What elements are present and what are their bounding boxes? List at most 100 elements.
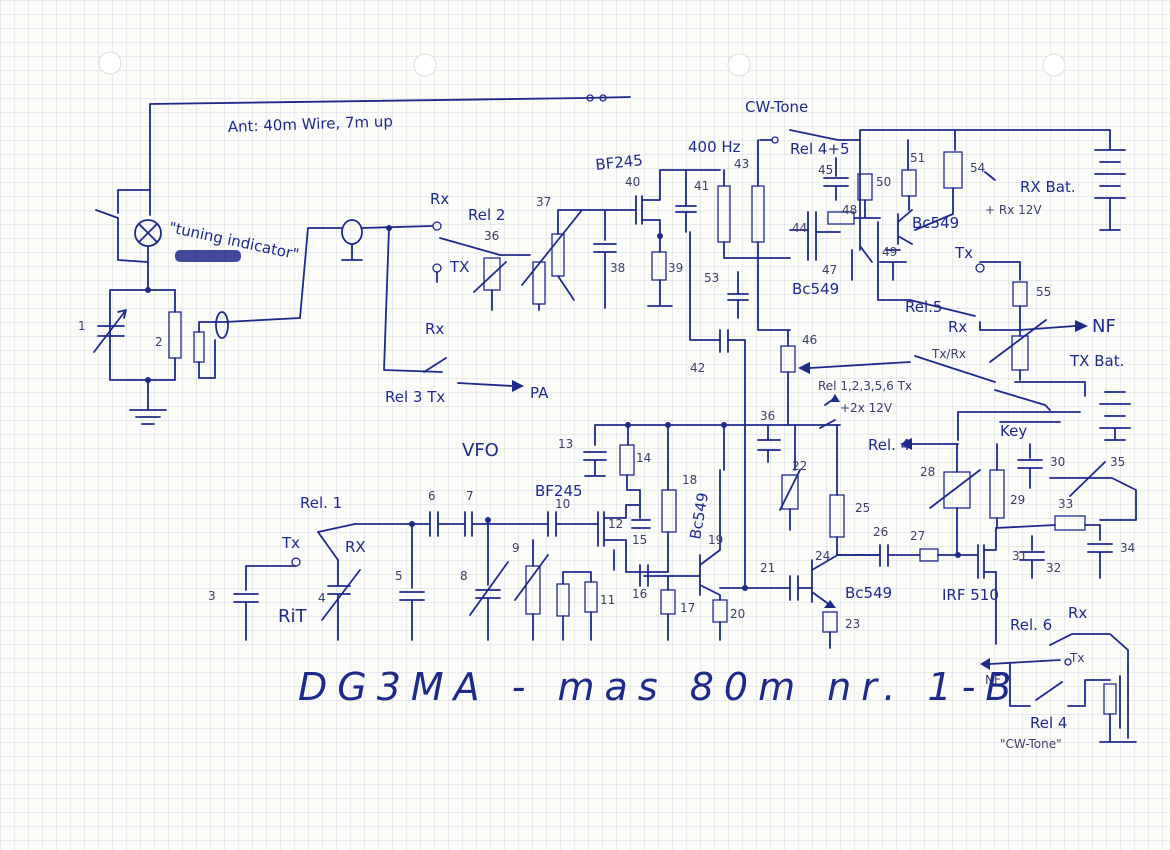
part-46: 46: [802, 333, 817, 347]
part-55: 55: [1036, 285, 1051, 299]
bf245-bot-label: BF245: [535, 482, 583, 500]
part-51: 51: [910, 151, 925, 165]
punch-holes: [98, 51, 1066, 77]
tx-rx-label: Tx/Rx: [931, 347, 966, 361]
antenna-label: Ant: 40m Wire, 7m up: [228, 112, 394, 136]
part-53: 53: [704, 271, 719, 285]
part-41: 41: [694, 179, 709, 193]
part-27: 27: [910, 529, 925, 543]
part-32: 32: [1046, 561, 1061, 575]
part-4: 4: [318, 591, 326, 605]
part-7: 7: [466, 489, 474, 503]
rel4-label: Rel. 4: [868, 436, 910, 454]
part-44: 44: [792, 221, 807, 235]
part-19: 19: [708, 533, 723, 547]
audio-section: [759, 129, 1126, 381]
scribble: [175, 250, 241, 262]
part-23: 23: [845, 617, 860, 631]
part-42: 42: [690, 361, 705, 375]
hz400-label: 400 Hz: [688, 138, 741, 156]
part-22: 22: [792, 459, 807, 473]
receiver-mixer: [432, 139, 791, 589]
part-16: 16: [632, 587, 647, 601]
part-1: 1: [78, 319, 86, 333]
vfo-section: [233, 329, 1137, 649]
nf-bot-label: NF: [985, 673, 1001, 687]
rx-b-label: Rx: [425, 320, 444, 338]
part-33: 33: [1058, 497, 1073, 511]
part-30: 30: [1050, 455, 1065, 469]
rx-bat-label: RX Bat.: [1020, 178, 1076, 196]
part-24: 24: [815, 549, 830, 563]
part-38: 38: [610, 261, 625, 275]
schematic-title: DG3MA - mas 80m nr. 1-B: [298, 665, 1022, 709]
rel2-label: Rel 2: [468, 206, 505, 224]
rx-d-label: RX: [345, 538, 366, 556]
part-47: 47: [822, 263, 837, 277]
part-12: 12: [608, 517, 623, 531]
rel6-label: Rel. 6: [1010, 616, 1052, 634]
part-37: 37: [536, 195, 551, 209]
cw-tone-bot-label: "CW-Tone": [1000, 737, 1062, 751]
rel3-label: Rel 3 Tx: [385, 388, 445, 406]
part-31: 31: [1012, 549, 1027, 563]
part-50: 50: [876, 175, 891, 189]
rit-label: RiT: [278, 606, 308, 627]
part-29: 29: [1010, 493, 1025, 507]
part-45: 45: [818, 163, 833, 177]
part-18: 18: [682, 473, 697, 487]
part-48: 48: [842, 203, 857, 217]
tx-top-label: Tx: [954, 244, 973, 262]
part-43: 43: [734, 157, 749, 171]
tx12v-label: +2x 12V: [840, 401, 893, 415]
part-28: 28: [920, 465, 935, 479]
vfo-label: VFO: [462, 440, 499, 461]
part-6: 6: [428, 489, 436, 503]
part-11: 11: [600, 593, 615, 607]
rel5-label: Rel.5: [905, 298, 942, 316]
rx12v-label: + Rx 12V: [985, 203, 1042, 217]
tx-switch-section: [798, 355, 1131, 450]
rel-list-label: Rel 1,2,3,5,6 Tx: [818, 379, 912, 393]
part-2: 2: [155, 335, 163, 349]
tx-bat-label: TX Bat.: [1069, 352, 1124, 370]
tx-a-label: TX: [449, 258, 469, 276]
tx-d-label: Tx: [281, 534, 300, 552]
bc549-b-label: Bc549: [792, 280, 839, 298]
rel6-section: [980, 633, 1137, 743]
part-3: 3: [208, 589, 216, 603]
part-25: 25: [855, 501, 870, 515]
key-label: Key: [1000, 422, 1027, 440]
irf510-label: IRF 510: [942, 586, 999, 604]
part-34: 34: [1120, 541, 1135, 555]
part-39: 39: [668, 261, 683, 275]
part-numbers: 1 2 3 4 5 6 7 8 9 10 11 12 13 14 15 16 1…: [78, 151, 1135, 631]
part-20: 20: [730, 607, 745, 621]
part-8: 8: [460, 569, 468, 583]
bc549-a-label: Bc549: [912, 214, 959, 232]
part-49: 49: [882, 245, 897, 259]
part-5: 5: [395, 569, 403, 583]
rx-e-label: Rx: [1068, 604, 1087, 622]
part-9: 9: [512, 541, 520, 555]
nf-label: NF: [1092, 316, 1116, 337]
part-15: 15: [632, 533, 647, 547]
part-54: 54: [970, 161, 985, 175]
rel45-label: Rel 4+5: [790, 140, 850, 158]
part-14: 14: [636, 451, 651, 465]
part-26: 26: [873, 525, 888, 539]
cw-tone-label: CW-Tone: [745, 98, 808, 116]
pa-label: PA: [530, 384, 549, 402]
part-36b: 36: [760, 409, 775, 423]
part-36: 36: [484, 229, 499, 243]
rx-a-label: Rx: [430, 190, 449, 208]
rx-c-label: Rx: [948, 318, 967, 336]
rel1-label: Rel. 1: [300, 494, 342, 512]
labels: Ant: 40m Wire, 7m up "tuning indicator" …: [167, 98, 1124, 751]
tx-e-label: Tx: [1069, 651, 1084, 665]
part-17: 17: [680, 601, 695, 615]
rel4-bot-label: Rel 4: [1030, 714, 1067, 732]
part-35: 35: [1110, 455, 1125, 469]
part-21: 21: [760, 561, 775, 575]
